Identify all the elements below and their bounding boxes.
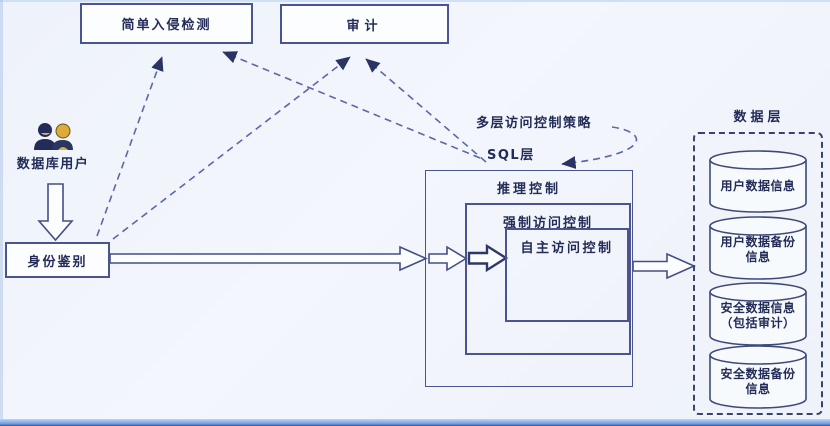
cylinder-security-data-backup — [709, 345, 807, 409]
dashed-arrow-identity-to-audit — [112, 56, 351, 240]
cylinder-security-data-label: 安全数据信息 （包括审计） — [708, 301, 808, 331]
cylinder-user-data-label: 用户数据信息 — [708, 179, 808, 194]
arrow-inference-to-mandatory — [428, 245, 468, 272]
discretionary-access-control-label: 自主访问控制 — [520, 241, 614, 256]
dashed-arrow-sql-to-intrusion — [222, 51, 481, 159]
cylinder-text-line: 用户数据备份 — [720, 235, 796, 249]
cylinder-text-line: （包括审计） — [720, 316, 796, 330]
cylinder-user-data-backup — [709, 216, 807, 280]
cylinder-text-line: 安全数据信息 — [720, 301, 796, 315]
box-intrusion-detection: 简单入侵检测 — [80, 3, 253, 44]
cylinder-text-line: 信息 — [745, 250, 771, 264]
audit-label: 审计 — [346, 18, 383, 34]
cylinder-security-data-backup-label: 安全数据备份 信息 — [708, 367, 808, 397]
data-layer-label: 数据层 — [733, 110, 785, 125]
down-arrow-user-to-identity — [37, 183, 74, 242]
mandatory-access-control-label: 强制访问控制 — [502, 216, 593, 231]
dashed-arrow-identity-to-intrusion — [96, 56, 164, 237]
box-discretionary-access-control: 自主访问控制 — [505, 228, 629, 322]
intrusion-detection-label: 简单入侵检测 — [121, 18, 212, 33]
policy-label: 多层访问控制策略 — [476, 116, 593, 131]
arrow-identity-to-inference — [109, 245, 428, 272]
box-audit: 审计 — [280, 4, 449, 44]
sql-layer-label: SQL层 — [487, 148, 535, 163]
db-user-label: 数据库用户 — [16, 157, 90, 172]
cylinder-user-data-backup-label: 用户数据备份 信息 — [708, 235, 808, 265]
inference-control-label: 推理控制 — [496, 182, 561, 197]
box-mandatory-access-control: 强制访问控制 — [465, 203, 631, 355]
cylinder-text-line: 用户数据信息 — [720, 179, 796, 193]
data-layer-container — [693, 132, 823, 415]
bottom-edge-bar — [0, 419, 830, 426]
identity-label: 身份鉴别 — [27, 254, 88, 270]
cylinder-text-line: 信息 — [745, 382, 771, 396]
dashed-arrow-sql-to-audit — [365, 58, 487, 163]
arrow-control-to-datalayer — [632, 252, 696, 280]
users-icon — [34, 123, 73, 150]
cylinder-security-data — [709, 282, 807, 346]
box-identity-authentication: 身份鉴别 — [5, 242, 110, 278]
dashed-arrow-policy-to-control — [561, 126, 638, 169]
cylinder-user-data — [709, 150, 807, 213]
box-inference-control: 推理控制 — [425, 170, 633, 387]
arrow-mandatory-to-discretionary — [467, 243, 509, 273]
cylinder-text-line: 安全数据备份 — [720, 367, 796, 381]
